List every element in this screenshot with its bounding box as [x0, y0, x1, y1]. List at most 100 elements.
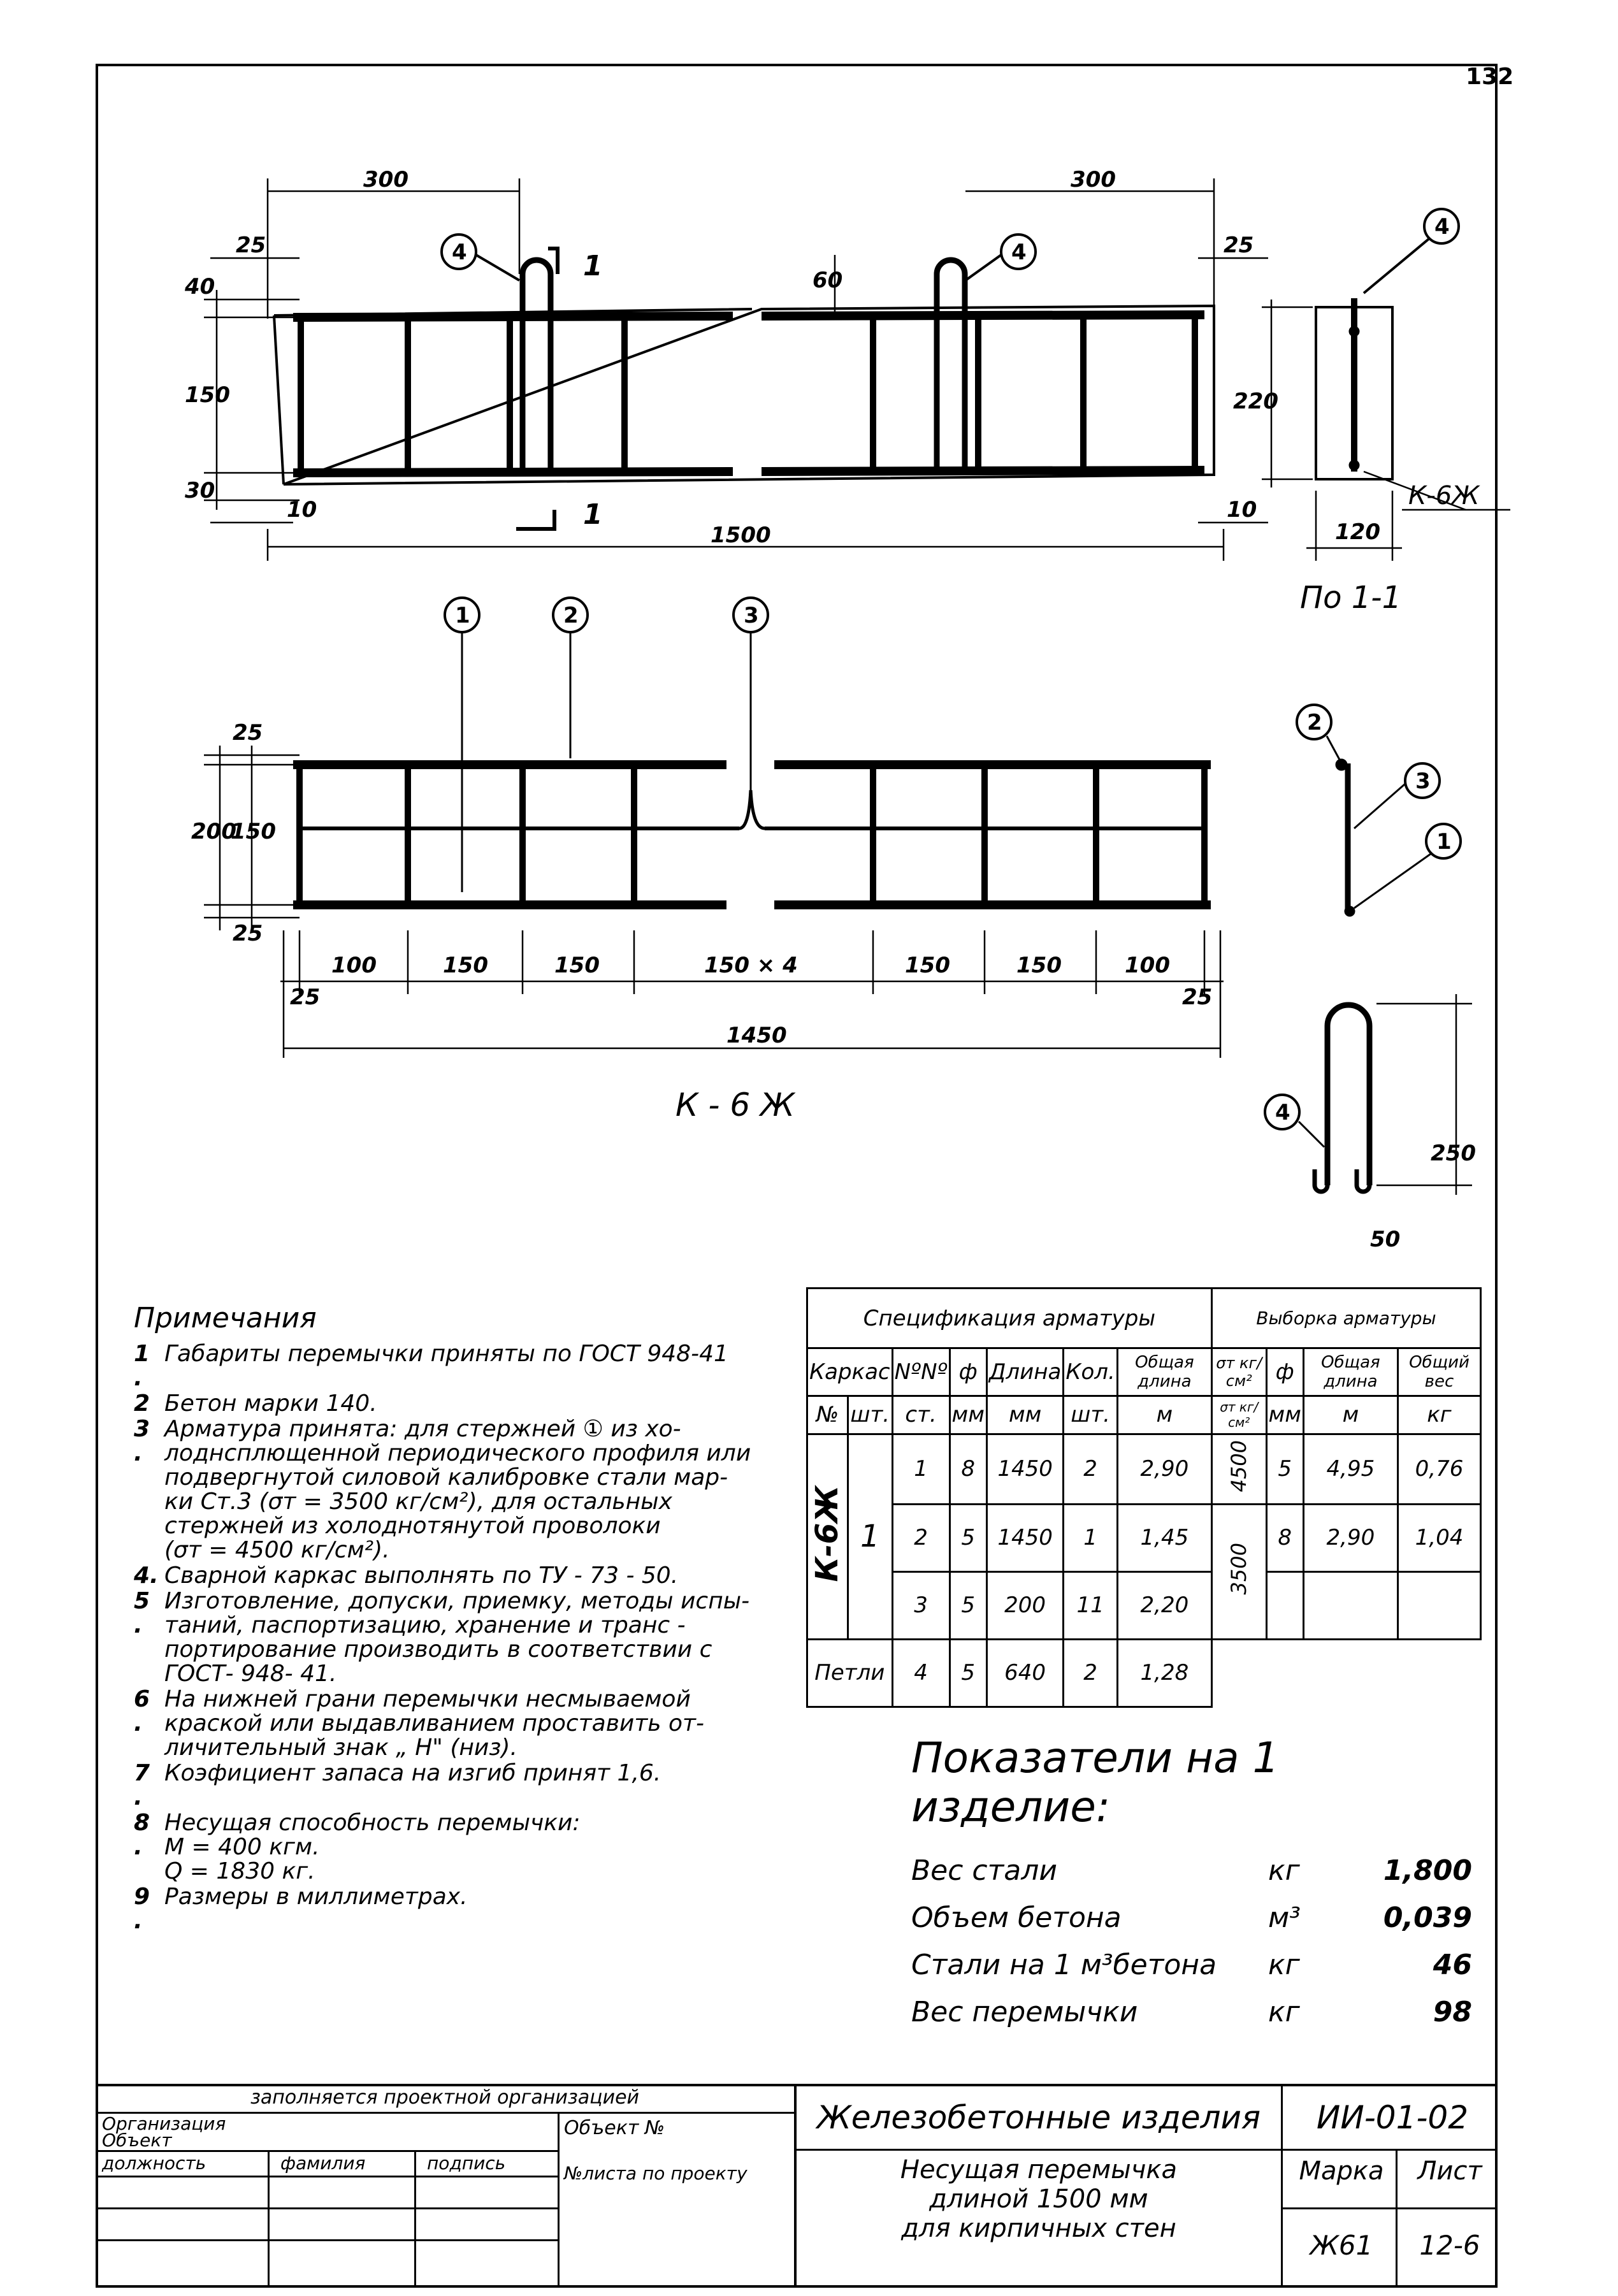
- col-sigma-unit: σт кг/см²: [1210, 1394, 1268, 1435]
- surname-label: фамилия: [280, 2153, 366, 2174]
- note-item: 8 .Несущая способность перемычки: М = 40…: [134, 1810, 581, 1884]
- sel2-phi: 8: [1265, 1503, 1304, 1573]
- loops-tot: 1,28: [1116, 1638, 1213, 1708]
- elev-dim-left-40: 40: [185, 274, 215, 300]
- col-phi: ф: [948, 1347, 988, 1397]
- main-title: Железобетонные изделия: [816, 2099, 1261, 2136]
- cage-spacing-3: 150: [554, 953, 600, 978]
- note-item: 9 .Размеры в миллиметрах.: [134, 1884, 468, 1934]
- callout-4-right: 4: [1011, 240, 1027, 265]
- mark-value: Ж61: [1310, 2230, 1373, 2261]
- title-block: заполняется проектной организацией Орган…: [96, 2084, 1498, 2288]
- sheet-per-project: №листа по проекту: [564, 2163, 748, 2184]
- loop-height: 250: [1431, 1141, 1476, 1166]
- section-caption: По 1-1: [1300, 580, 1402, 616]
- cage-callout-1: 1: [455, 603, 470, 628]
- section-cage-label: К-6Ж: [1408, 481, 1480, 510]
- col-tot-m: м: [1116, 1394, 1213, 1435]
- description: Несущая перемычка длиной 1500 мм для кир…: [900, 2155, 1178, 2243]
- cage-dim-left-150: 150: [231, 819, 276, 844]
- elev-dim-right-10: 10: [1227, 497, 1257, 523]
- col-karkas: Каркас: [806, 1347, 893, 1397]
- row1-phi: 8: [948, 1433, 988, 1505]
- note-item: 1 .Габариты перемычки приняты по ГОСТ 94…: [134, 1341, 728, 1391]
- callout-4-left: 4: [452, 240, 467, 265]
- cage-spacing-7: 100: [1125, 953, 1170, 978]
- object-no: Объект №: [564, 2117, 665, 2139]
- elev-dim-top-left: 300: [363, 167, 408, 192]
- elev-dim-right-60: 60: [813, 268, 843, 293]
- cage-callout-3: 3: [744, 603, 759, 628]
- cage-dim-left-25-top: 25: [233, 720, 263, 746]
- col-sigma: σт кг/см²: [1210, 1347, 1268, 1397]
- note-item: 5 .Изготовление, допуски, приемку, метод…: [134, 1588, 750, 1687]
- cage-side-callout-2: 2: [1307, 710, 1322, 735]
- section-mark-bottom: 1: [583, 498, 603, 531]
- cage-side-callout-1: 1: [1436, 829, 1452, 855]
- cage-title: К - 6 Ж: [675, 1087, 795, 1123]
- loops-phi: 5: [948, 1638, 988, 1708]
- sel1-phi: 5: [1265, 1433, 1304, 1505]
- empty-cell: [1265, 1570, 1304, 1640]
- row2-phi: 5: [948, 1503, 988, 1573]
- elev-dim-left-150: 150: [185, 382, 230, 408]
- row1-qty: 2: [1062, 1433, 1118, 1505]
- rebar-spec-table: Спецификация арматуры Выборка арматуры К…: [806, 1287, 1482, 1708]
- cage-spacing-4: 150 × 4: [704, 953, 798, 978]
- loop-callout: 4: [1275, 1100, 1290, 1125]
- row3-qty: 11: [1062, 1570, 1118, 1640]
- section-mark-top: 1: [583, 250, 603, 282]
- object-label: Объект: [102, 2130, 172, 2151]
- row1-nn: 1: [891, 1433, 951, 1505]
- cage-total-height: 200: [191, 819, 236, 844]
- cage-side-callout-3: 3: [1415, 769, 1431, 794]
- loops-nn: 4: [891, 1638, 951, 1708]
- row3-nn: 3: [891, 1570, 951, 1640]
- empty-cell: [1210, 1638, 1481, 1707]
- selection-title: Выборка арматуры: [1210, 1287, 1482, 1350]
- row1-tot: 2,90: [1116, 1433, 1213, 1505]
- drawing-frame: [96, 64, 1498, 2288]
- loops-qty: 2: [1062, 1638, 1118, 1708]
- sel2-weight: 1,04: [1396, 1503, 1482, 1573]
- empty-cell: [1396, 1570, 1482, 1640]
- cage-edge-left: 25: [290, 985, 321, 1010]
- row2-len: 1450: [985, 1503, 1065, 1573]
- sel1-tot: 4,95: [1302, 1433, 1399, 1505]
- karkas-qty: 1: [846, 1433, 893, 1640]
- row3-tot: 2,20: [1116, 1570, 1213, 1640]
- filled-by: заполняется проектной организацией: [96, 2086, 794, 2114]
- cage-edge-right: 25: [1182, 985, 1213, 1010]
- cage-drawing: [204, 596, 1472, 1195]
- elev-dim-left-25: 25: [236, 233, 266, 258]
- sheet-number: 132: [1466, 64, 1514, 90]
- loop-width: 50: [1370, 1227, 1401, 1252]
- cage-dim-left-25-bottom: 25: [233, 921, 263, 946]
- series-code: ИИ-01-02: [1316, 2099, 1469, 2136]
- col-len-mm: мм: [985, 1394, 1065, 1435]
- col-tot2-m: м: [1302, 1394, 1399, 1435]
- elev-dim-right-25: 25: [1224, 233, 1254, 258]
- cage-spacing-1: 100: [331, 953, 377, 978]
- col-mm2: мм: [1265, 1394, 1304, 1435]
- loops-name: Петли: [806, 1638, 893, 1708]
- cage-length: 1450: [726, 1023, 787, 1048]
- section-width-dim: 120: [1335, 519, 1380, 545]
- sel2-sigma: 3500: [1210, 1503, 1268, 1640]
- col-weight-kg: кг: [1396, 1394, 1482, 1435]
- mark-label: Марка: [1299, 2156, 1384, 2186]
- col-total-length: Общая длина: [1116, 1347, 1213, 1397]
- note-item: 4.Сварной каркас выполнять по ТУ - 73 - …: [134, 1563, 679, 1589]
- note-item: 7 .Коэфициент запаса на изгиб принят 1,6…: [134, 1760, 661, 1810]
- cage-spacing-6: 150: [1016, 953, 1062, 978]
- sheet-value: 12-6: [1419, 2230, 1480, 2261]
- sel1-sigma: 4500: [1210, 1433, 1268, 1505]
- row1-len: 1450: [985, 1433, 1065, 1505]
- elev-height-dim: 220: [1233, 389, 1278, 414]
- sheet-label: Лист: [1417, 2156, 1482, 2186]
